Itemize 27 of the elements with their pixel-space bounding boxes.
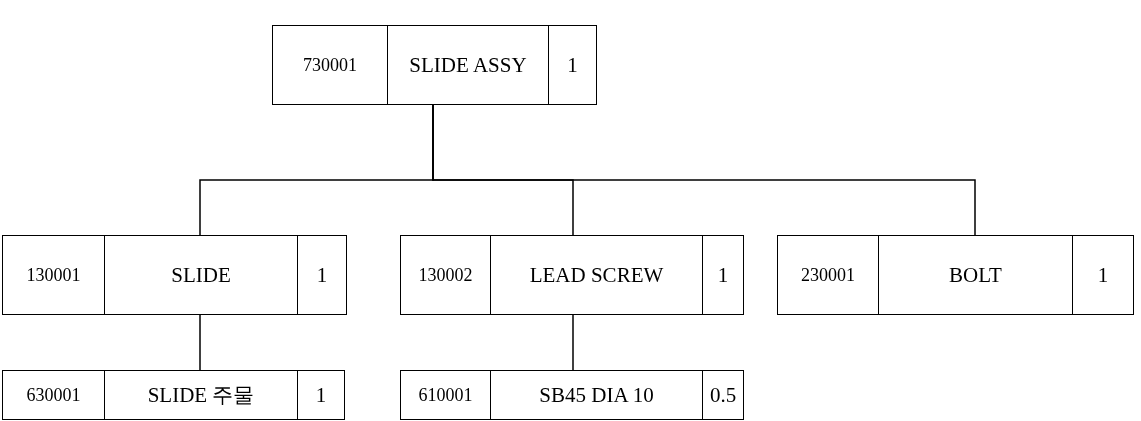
connector-line bbox=[572, 314, 574, 371]
quantity: 1 bbox=[548, 26, 596, 104]
part-number: 130002 bbox=[417, 263, 474, 287]
bom-item-box bbox=[2, 235, 347, 315]
part-number: 610001 bbox=[417, 383, 474, 407]
quantity: 1 bbox=[1072, 236, 1133, 314]
part-name: SLIDE bbox=[104, 236, 297, 314]
part-name: LEAD SCREW bbox=[490, 236, 702, 314]
part-name: SLIDE ASSY bbox=[387, 26, 548, 104]
quantity: 1 bbox=[702, 236, 743, 314]
connector-line bbox=[432, 104, 976, 236]
part-number: 130001 bbox=[25, 263, 82, 287]
bom-item-box bbox=[272, 25, 597, 105]
bom-item-box bbox=[2, 370, 345, 420]
part-number: 630001 bbox=[25, 383, 82, 407]
bom-item-box bbox=[777, 235, 1134, 315]
part-number: 730001 bbox=[302, 53, 358, 77]
bom-item-box bbox=[400, 370, 744, 420]
part-number: 230001 bbox=[800, 263, 856, 287]
bom-item-box bbox=[400, 235, 744, 315]
part-name: SB45 DIA 10 bbox=[490, 371, 702, 419]
part-name: SLIDE 주물 bbox=[104, 371, 297, 419]
part-name: BOLT bbox=[878, 236, 1072, 314]
quantity: 0.5 bbox=[702, 371, 743, 419]
quantity: 1 bbox=[297, 371, 344, 419]
quantity: 1 bbox=[297, 236, 346, 314]
connector-line bbox=[199, 314, 201, 371]
